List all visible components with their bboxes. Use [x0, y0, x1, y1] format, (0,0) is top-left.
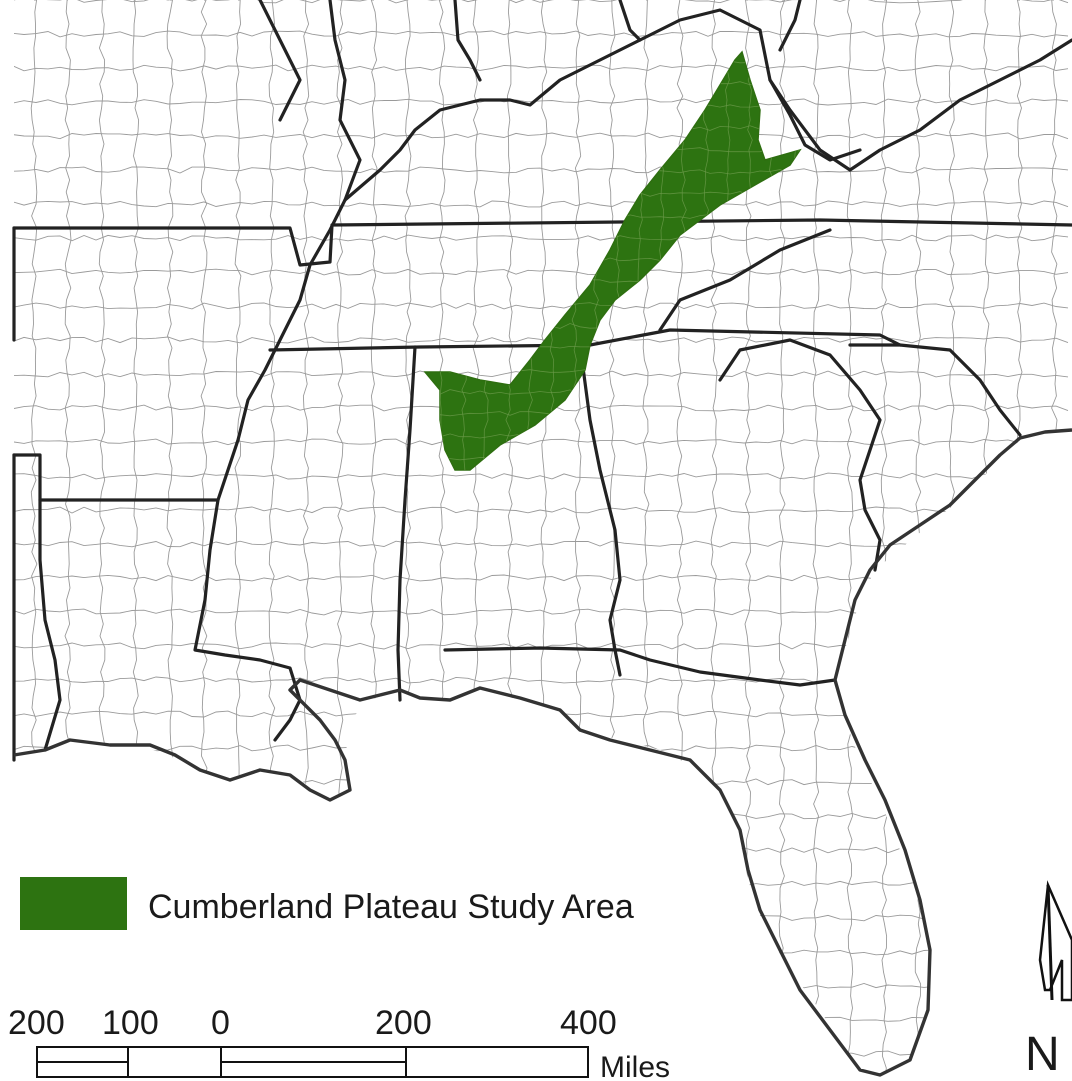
study-county-line — [420, 38, 820, 43]
scale-tick-label: 400 — [560, 1004, 617, 1042]
study-county-line — [425, 81, 800, 87]
legend-label: Cumberland Plateau Study Area — [148, 888, 634, 926]
study-county-line — [425, 323, 800, 329]
legend-swatch — [20, 877, 127, 930]
county-line — [880, 0, 888, 1075]
county-line — [14, 336, 1069, 344]
county-line — [846, 0, 854, 1075]
scale-bar: 200 100 0 200 400 Miles — [8, 1004, 670, 1081]
county-line — [0, 0, 3, 1080]
study-county-line — [420, 478, 820, 483]
scale-unit-label: Miles — [600, 1051, 670, 1081]
county-line — [14, 812, 1069, 820]
county-line — [14, 472, 1069, 480]
north-arrow-icon: N — [1025, 880, 1072, 1081]
study-county-line — [593, 52, 599, 470]
scale-tick-label: 100 — [102, 1004, 159, 1042]
scale-segment — [405, 1046, 589, 1078]
county-line — [14, 608, 1069, 616]
gulf-coastline — [13, 428, 1072, 1077]
study-county-line — [425, 213, 800, 219]
county-line — [14, 676, 1069, 684]
county-line — [14, 846, 1069, 854]
county-line — [14, 438, 1069, 446]
county-line — [14, 234, 1069, 242]
county-line — [1016, 0, 1024, 1075]
county-line — [14, 200, 1069, 208]
state-boundaries — [12, 0, 1072, 762]
county-line — [14, 506, 1069, 514]
county-line — [132, 0, 140, 1075]
study-county-line — [425, 103, 800, 109]
scale-segment — [127, 1046, 222, 1078]
county-line — [14, 166, 1069, 174]
county-line — [14, 64, 1069, 72]
county-line — [642, 0, 650, 1075]
county-line — [982, 0, 990, 1075]
county-line — [14, 982, 1069, 990]
study-county-line — [791, 52, 797, 470]
study-county-line — [425, 125, 800, 131]
study-county-line — [425, 59, 800, 65]
county-line — [14, 778, 1069, 786]
county-line — [14, 880, 1069, 888]
county-line — [14, 98, 1069, 106]
study-county-line — [769, 52, 775, 470]
county-line — [14, 268, 1069, 276]
study-county-line — [425, 367, 800, 373]
county-line — [14, 302, 1069, 310]
county-line — [14, 0, 1069, 4]
county-line — [14, 574, 1069, 582]
county-line — [14, 948, 1069, 956]
county-line — [778, 0, 786, 1075]
study-county-line — [659, 52, 665, 470]
county-line — [14, 30, 1069, 38]
scale-tick-label: 0 — [211, 1004, 230, 1042]
north-letter: N — [1025, 1028, 1060, 1081]
scale-tick-label: 200 — [8, 1004, 65, 1042]
county-line — [14, 1016, 1069, 1024]
county-line — [948, 0, 956, 1075]
study-county-line — [425, 301, 800, 307]
county-line — [14, 710, 1069, 718]
study-county-line — [549, 52, 555, 470]
county-line — [14, 132, 1069, 140]
study-county-line — [425, 191, 800, 197]
legend: Cumberland Plateau Study Area — [20, 877, 634, 930]
study-county-line — [418, 40, 423, 490]
scale-tick-label: 200 — [375, 1004, 432, 1042]
county-line — [812, 0, 820, 1075]
county-line — [14, 540, 1069, 548]
